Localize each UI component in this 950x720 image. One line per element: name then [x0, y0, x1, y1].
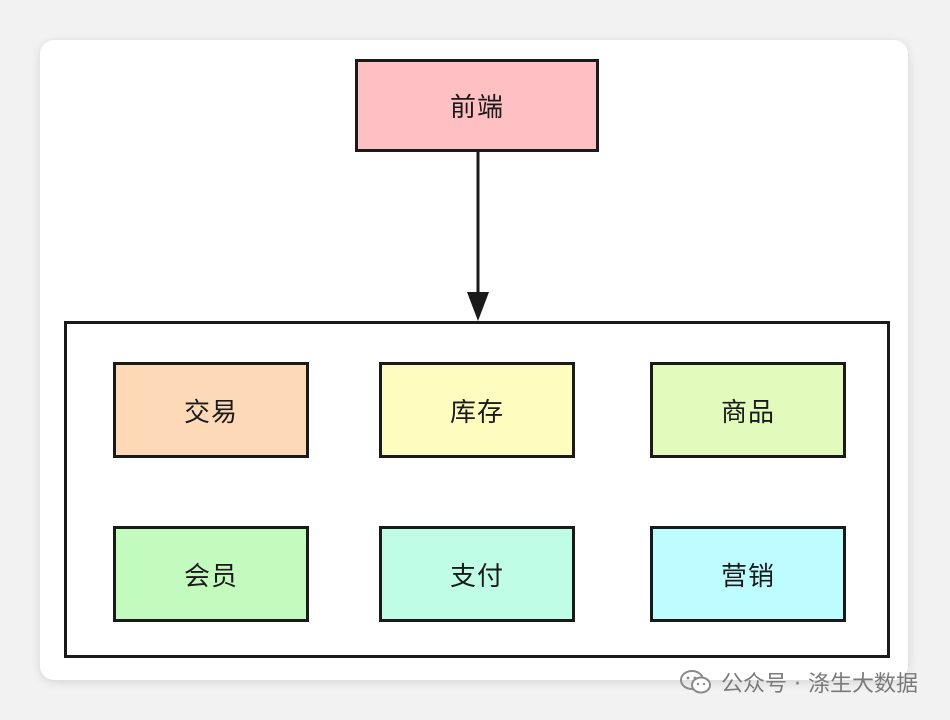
service-node-payment: 支付	[379, 526, 575, 622]
services-container	[64, 321, 890, 658]
service-node-member: 会员	[113, 526, 309, 622]
service-node-marketing: 营销	[650, 526, 846, 622]
service-node-product: 商品	[650, 362, 846, 458]
frontend-node: 前端	[355, 59, 599, 152]
service-node-inventory: 库存	[379, 362, 575, 458]
watermark: 公众号 · 涤生大数据	[679, 666, 918, 698]
service-node-trade: 交易	[113, 362, 309, 458]
watermark-text: 公众号 · 涤生大数据	[721, 672, 918, 697]
wechat-icon	[680, 670, 712, 694]
